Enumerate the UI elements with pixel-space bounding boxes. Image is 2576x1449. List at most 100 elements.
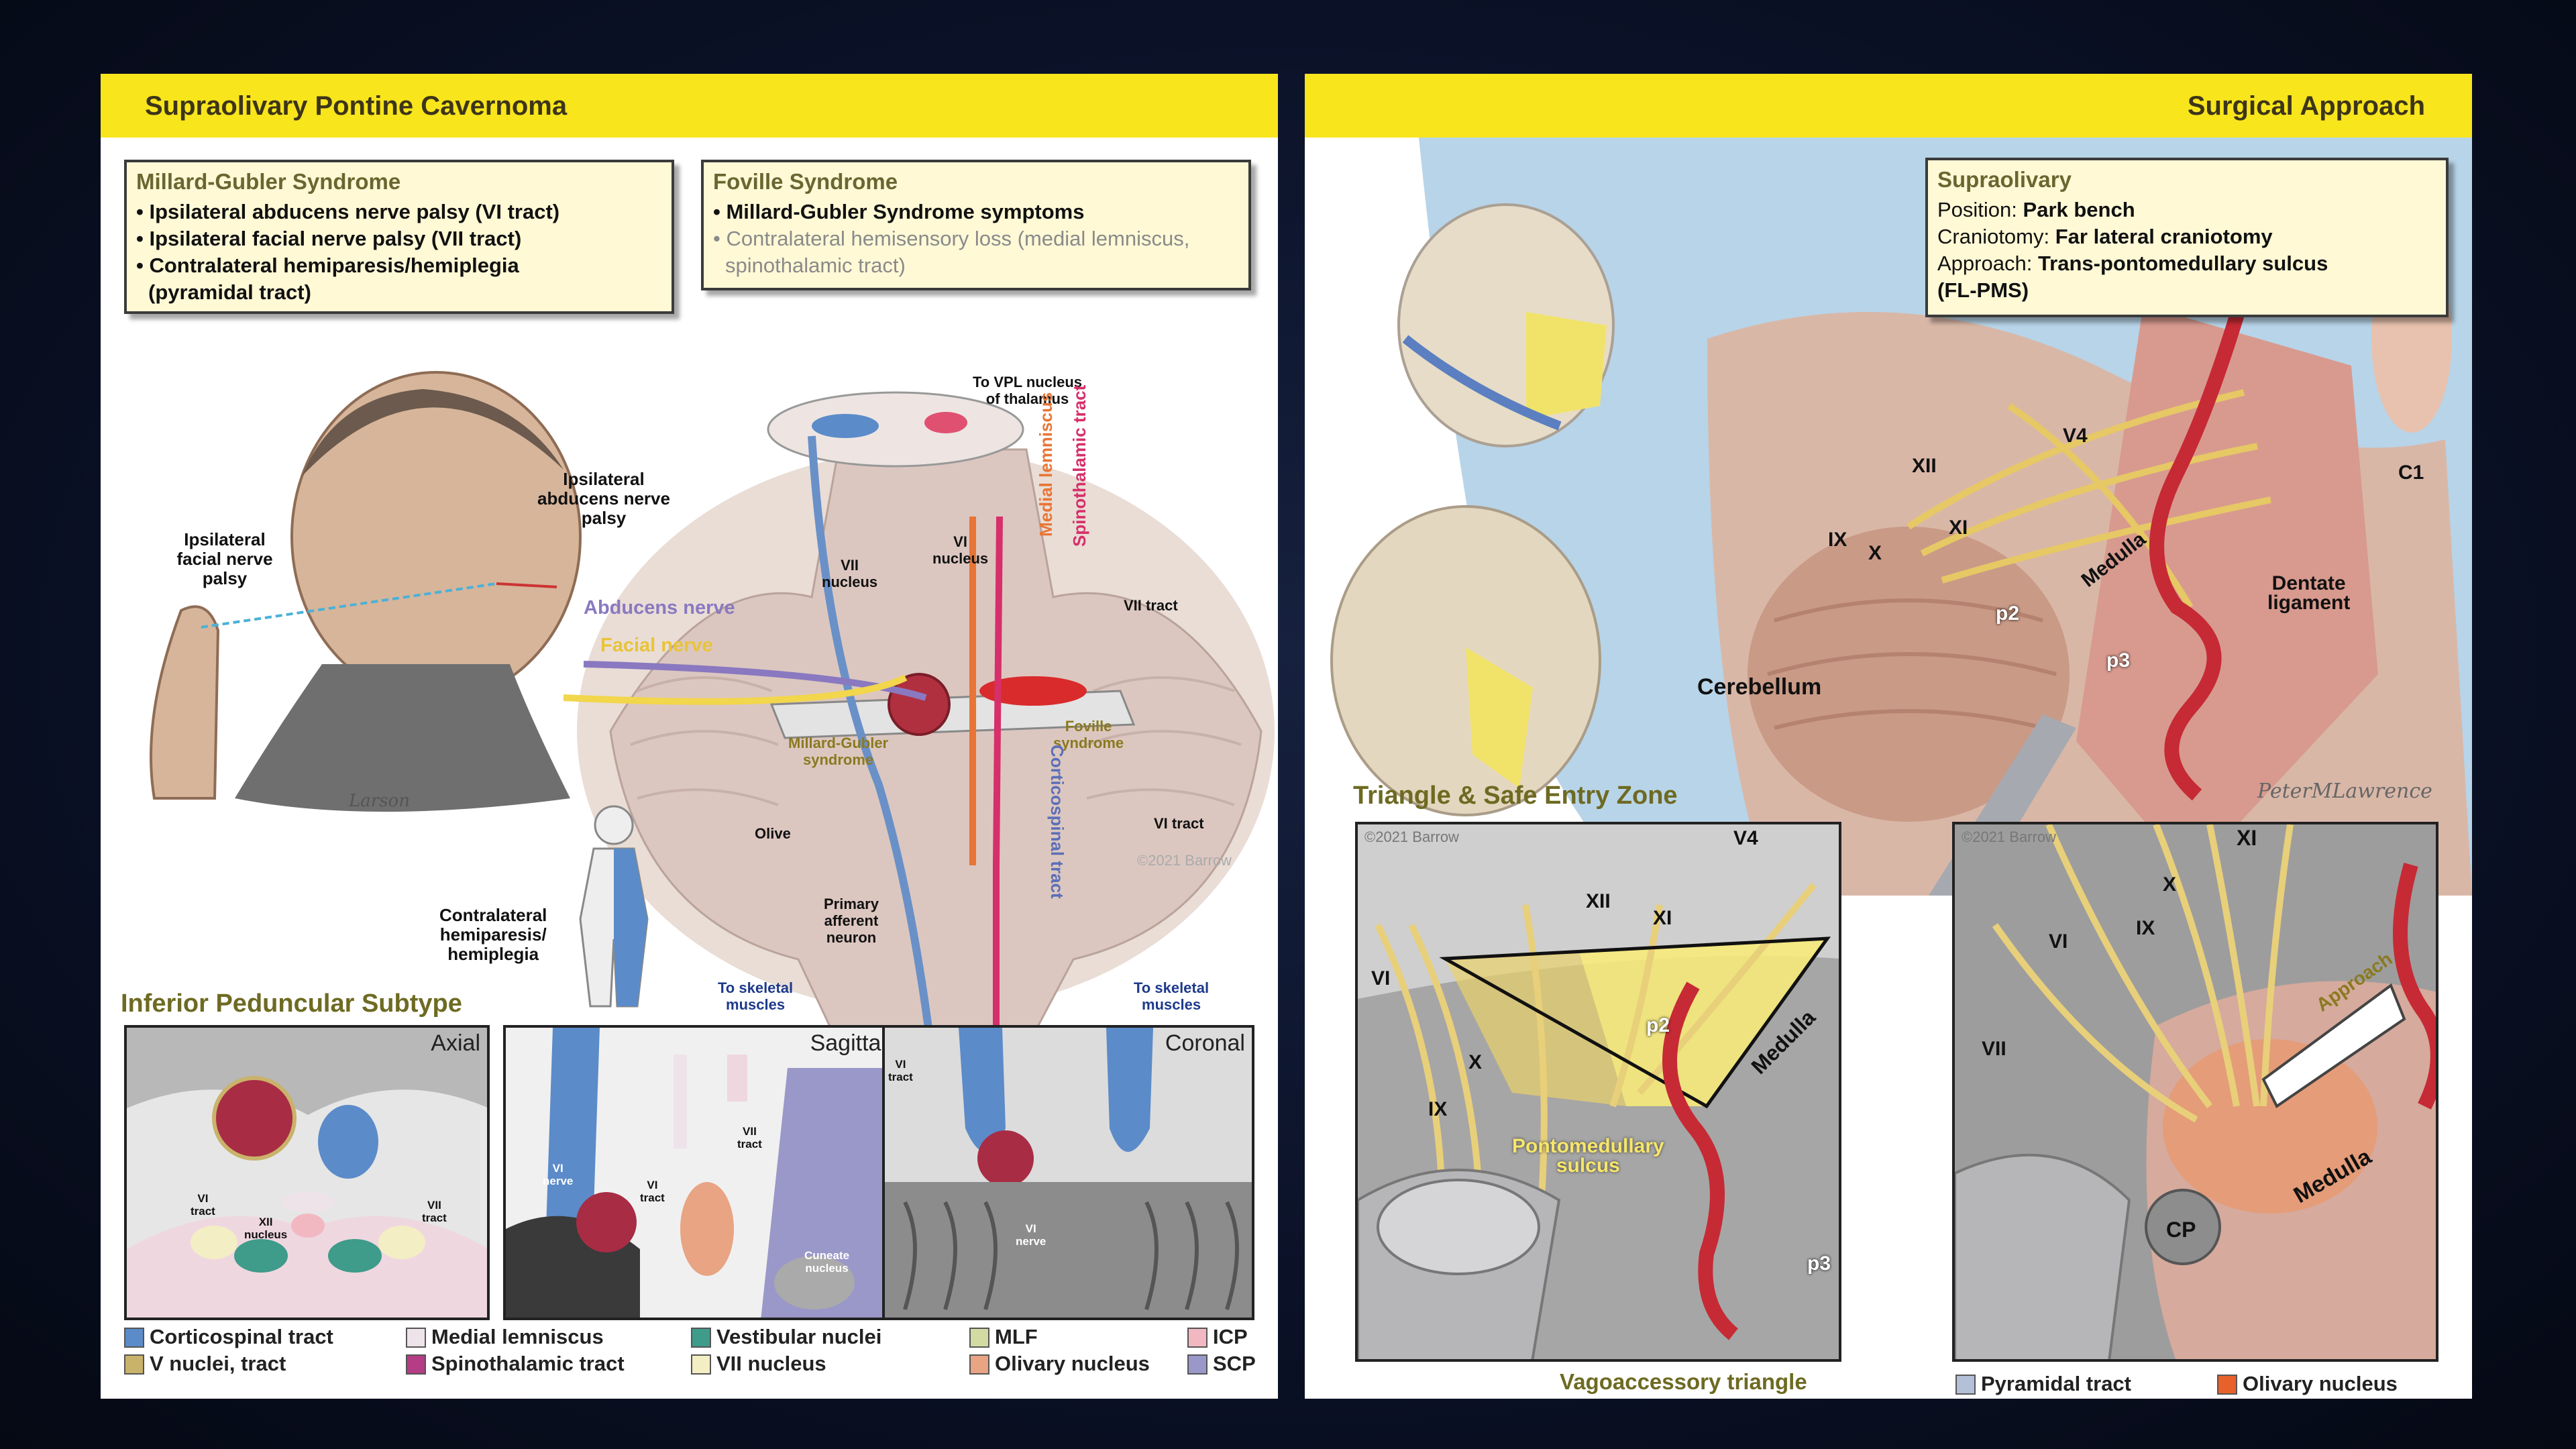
legend-label-pyramidal: Pyramidal tract bbox=[1981, 1372, 2131, 1395]
vii-tract-label: VII tract bbox=[1124, 597, 1178, 614]
millard-gubler-title: Millard-Gubler Syndrome bbox=[136, 169, 401, 194]
sag-vin-l1: VI bbox=[552, 1162, 564, 1175]
inset-l-pms: Pontomedullary sulcus bbox=[1512, 1136, 1664, 1177]
inset-l-p3: p3 bbox=[1807, 1252, 1831, 1275]
sagittal-view: Sagittal VI nerve VI tract VII tract Cun… bbox=[503, 1025, 896, 1320]
left-header: Supraolivary Pontine Cavernoma bbox=[101, 74, 1278, 138]
corticospinal-tract-line bbox=[808, 435, 943, 1121]
abducens-nerve-line bbox=[583, 661, 927, 701]
approach-key: Approach: bbox=[1937, 252, 2033, 275]
sag-vii-l2: tract bbox=[737, 1138, 762, 1150]
foville-lesion bbox=[979, 676, 1087, 706]
left-legend: Corticospinal tract V nuclei, tract Medi… bbox=[124, 1325, 1265, 1385]
left-header-title: Supraolivary Pontine Cavernoma bbox=[145, 91, 568, 121]
coronal-drawing bbox=[885, 1028, 1252, 1318]
contra-l2: hemiparesis/ bbox=[439, 924, 547, 945]
legend-label-mlf: MLF bbox=[995, 1325, 1038, 1348]
legend-item-mlf: MLF bbox=[969, 1325, 1038, 1349]
millard-item-2: • Ipsilateral facial nerve palsy (VII tr… bbox=[136, 227, 522, 250]
cor-vin-l2: nerve bbox=[1016, 1235, 1046, 1248]
label-xi: XI bbox=[1949, 517, 1968, 539]
sag-vit-l2: tract bbox=[640, 1191, 665, 1204]
supraolivary-box: Supraolivary Position: Park bench Cranio… bbox=[1925, 158, 2449, 317]
axial-vii-l2: tract bbox=[422, 1212, 447, 1224]
patient-shirt bbox=[235, 664, 570, 812]
dentate-l2: ligament bbox=[2267, 592, 2351, 614]
to-skeletal-left-label: To skeletal muscles bbox=[718, 979, 793, 1013]
subtype-title: Inferior Peduncular Subtype bbox=[121, 989, 462, 1018]
craniotomy-key: Craniotomy: bbox=[1937, 225, 2050, 248]
legend-item-icp: ICP bbox=[1187, 1325, 1248, 1349]
abducens-palsy-l3: palsy bbox=[581, 508, 627, 528]
pa-l2: afferent bbox=[824, 912, 879, 929]
legend-label-vestibular: Vestibular nuclei bbox=[716, 1325, 882, 1348]
dentate-l1: Dentate bbox=[2271, 572, 2346, 594]
to-vpl-label: To VPL nucleus of thalamus bbox=[973, 374, 1082, 407]
swatch-v-nuclei bbox=[124, 1354, 144, 1375]
safe-entry-inset: XI X IX VI VII CP Medulla Approach ©2021… bbox=[1952, 822, 2438, 1362]
legend-label-vii-nucleus: VII nucleus bbox=[716, 1352, 826, 1375]
label-cerebellum: Cerebellum bbox=[1697, 674, 1822, 700]
to-skeletal-right-label: To skeletal muscles bbox=[1134, 979, 1209, 1013]
facial-palsy-l1: Ipsilateral bbox=[184, 529, 266, 549]
legend-item-v-nuclei: V nuclei, tract bbox=[124, 1352, 286, 1376]
inset-l-vi: VI bbox=[1371, 967, 1391, 989]
legend-label-corticospinal: Corticospinal tract bbox=[150, 1325, 333, 1348]
craniotomy-value: Far lateral craniotomy bbox=[2055, 225, 2273, 248]
inset-r-copyright: ©2021 Barrow bbox=[1962, 828, 2056, 845]
legend-item-spinothalamic: Spinothalamic tract bbox=[406, 1352, 625, 1376]
approach-value-2: (FL-PMS) bbox=[1937, 278, 2029, 302]
hemiparesis-figure bbox=[579, 805, 649, 1008]
coronal-view: Coronal VI tract VI nerve bbox=[882, 1025, 1254, 1320]
vi-nucleus-l2: nucleus bbox=[932, 550, 989, 567]
axial-vi-l1: VI bbox=[197, 1192, 209, 1205]
right-signature: PeterMLawrence bbox=[2257, 780, 2432, 803]
vagoaccessory-inset: V4 XII XI VI X IX p2 p3 Medulla Pontomed… bbox=[1355, 822, 1841, 1362]
facial-nerve-label: Facial nerve bbox=[600, 635, 713, 656]
abducens-palsy-label: Ipsilateral abducens nerve palsy bbox=[517, 470, 691, 528]
label-v4: V4 bbox=[2063, 425, 2088, 447]
legend-item-vii-nucleus: VII nucleus bbox=[691, 1352, 826, 1376]
legend-item-medial-lemniscus: Medial lemniscus bbox=[406, 1325, 604, 1349]
legend-label-v-nuclei: V nuclei, tract bbox=[150, 1352, 286, 1375]
vi-nucleus-l1: VI bbox=[953, 533, 967, 550]
left-panel: Supraolivary Pontine Cavernoma Millard-G… bbox=[101, 74, 1278, 1399]
axial-vii-tract: VII tract bbox=[422, 1199, 447, 1224]
legend-label-medial-lemniscus: Medial lemniscus bbox=[431, 1325, 604, 1348]
axial-xii-l2: nucleus bbox=[244, 1228, 288, 1241]
cor-vit-l1: VI bbox=[895, 1058, 906, 1071]
facial-palsy-l2: facial nerve bbox=[176, 549, 273, 569]
label-x: X bbox=[1868, 542, 1882, 564]
legend-item-vestibular: Vestibular nuclei bbox=[691, 1325, 881, 1349]
millard-gubler-box: Millard-Gubler Syndrome • Ipsilateral ab… bbox=[124, 160, 674, 314]
legend-label-scp: SCP bbox=[1213, 1352, 1256, 1375]
label-p2: p2 bbox=[1996, 602, 2020, 625]
millard-item-1: • Ipsilateral abducens nerve palsy (VI t… bbox=[136, 200, 560, 223]
approach-value: Trans-pontomedullary sulcus bbox=[2037, 252, 2328, 275]
legend-label-olivary: Olivary nucleus bbox=[995, 1352, 1150, 1375]
swatch-olivary-right bbox=[2217, 1375, 2237, 1395]
legend-label-icp: ICP bbox=[1213, 1325, 1248, 1348]
tsl-l2: muscles bbox=[726, 996, 786, 1013]
pms-l2: sulcus bbox=[1556, 1155, 1620, 1177]
tsl-l1: To skeletal bbox=[718, 979, 794, 996]
foville-l1: Foville bbox=[1065, 718, 1112, 735]
right-panel: Surgical Approach Supraolivary Position:… bbox=[1305, 74, 2472, 1399]
swatch-corticospinal bbox=[124, 1328, 144, 1348]
millard-item-3: • Contralateral hemiparesis/hemiplegia bbox=[136, 254, 519, 277]
tsr-l2: muscles bbox=[1142, 996, 1201, 1013]
swatch-medial-lemniscus bbox=[406, 1328, 426, 1348]
axial-vii-l1: VII bbox=[427, 1199, 441, 1212]
sag-vi-nerve: VI nerve bbox=[543, 1162, 573, 1187]
legend-item-corticospinal: Corticospinal tract bbox=[124, 1325, 333, 1349]
inset-r-vii: VII bbox=[1982, 1038, 2006, 1060]
label-p3: p3 bbox=[2106, 649, 2131, 672]
pa-l1: Primary bbox=[824, 896, 879, 912]
olive-label: Olive bbox=[755, 825, 791, 842]
mg-l2: syndrome bbox=[802, 751, 874, 768]
cor-vi-nerve: VI nerve bbox=[1016, 1222, 1046, 1248]
inset-l-p2: p2 bbox=[1646, 1014, 1670, 1036]
inset-l-ix: IX bbox=[1428, 1098, 1448, 1120]
inset-r-vi: VI bbox=[2049, 930, 2068, 953]
facial-palsy-l3: palsy bbox=[202, 568, 248, 588]
